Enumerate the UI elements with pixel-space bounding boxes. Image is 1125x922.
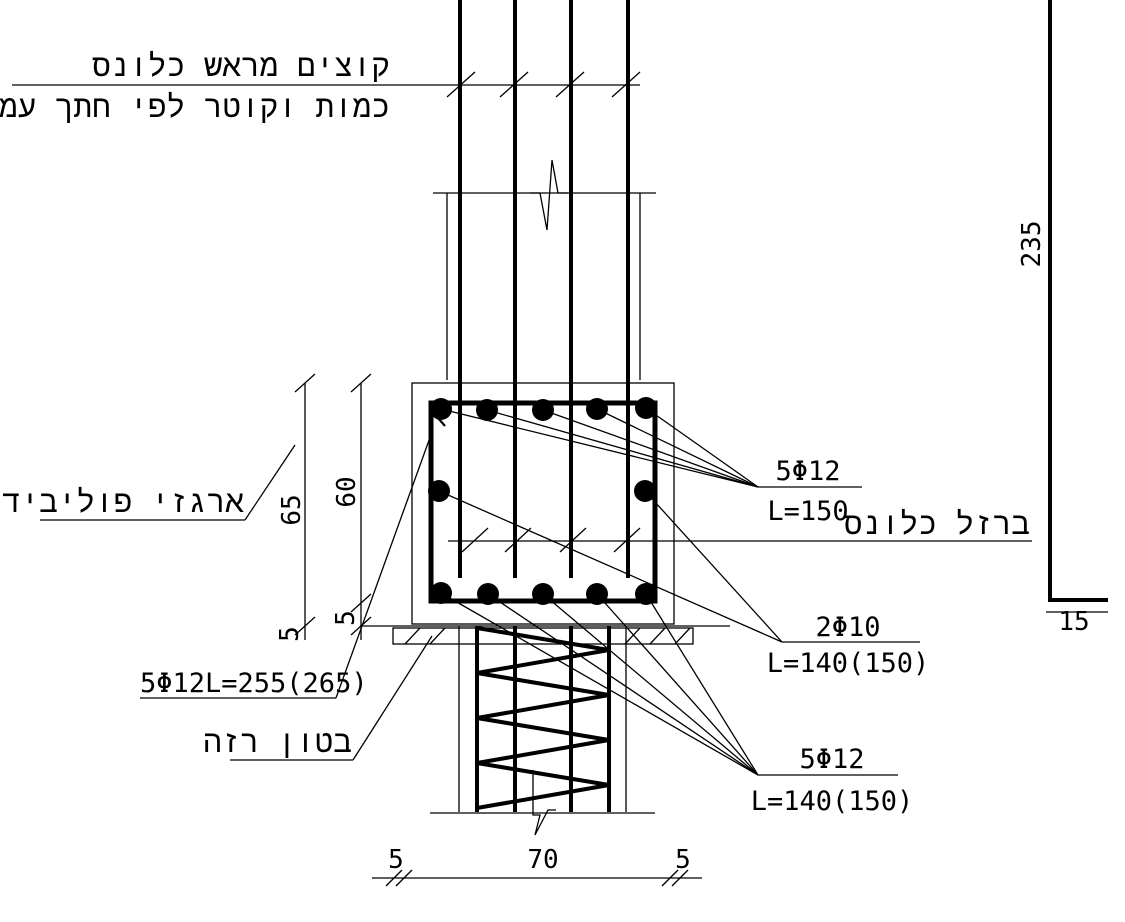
- pile-outline: [430, 626, 655, 836]
- dim-width-right: 5: [675, 845, 691, 875]
- starter-bars: [458, 0, 630, 578]
- label-pile-head-cutoff: קוצים מראש כלונס: [92, 48, 390, 84]
- dim-inner-height: 60: [332, 476, 362, 507]
- callout-top-length: L=150: [767, 496, 848, 527]
- bottom-width-dimension: [372, 869, 702, 887]
- dim-total-height: 235: [1017, 221, 1047, 268]
- dim-width-left: 5: [388, 845, 404, 875]
- column-outline: [433, 159, 656, 380]
- vertical-dimensions: [294, 373, 372, 640]
- callout-top-qty: 5Φ12: [775, 456, 840, 487]
- footing-outline: [360, 382, 730, 627]
- dim-cover-bottom-inner: 5: [331, 610, 361, 626]
- label-qty-by-column: כמות וקוטר לפי חתך עמוד: [0, 89, 390, 125]
- long-bar-with-hook: [1046, 0, 1108, 613]
- label-polystyrene-boxes: ארגזי פוליביד: [2, 484, 244, 520]
- leaders-side-bars: [438, 490, 920, 643]
- label-pile-rebar: ברזל כלונס: [844, 506, 1030, 542]
- label-lean-concrete: בטון רזה: [203, 724, 352, 760]
- dim-width-center: 70: [527, 845, 558, 875]
- dim-outer-height: 65: [277, 494, 307, 525]
- dim-hook-length: 15: [1058, 607, 1089, 637]
- callout-bottom-length: L=140(150): [751, 786, 914, 817]
- pile-head-leader: [12, 71, 641, 98]
- dim-cover-bottom-left: 5: [275, 626, 305, 642]
- callout-side-length: L=140(150): [767, 648, 930, 679]
- leaders-bottom-bars: [440, 592, 898, 776]
- callout-side-qty: 2Φ10: [815, 612, 880, 643]
- side-bars: [428, 480, 656, 502]
- leaders-left: [40, 431, 433, 761]
- callout-bottom-qty: 5Φ12: [799, 744, 864, 775]
- leaders-top-bars: [440, 407, 862, 488]
- pile-rebar-leader: [448, 527, 1032, 553]
- lean-concrete: [392, 627, 694, 645]
- callout-long-bars: 5Φ12L=255(265): [140, 668, 368, 699]
